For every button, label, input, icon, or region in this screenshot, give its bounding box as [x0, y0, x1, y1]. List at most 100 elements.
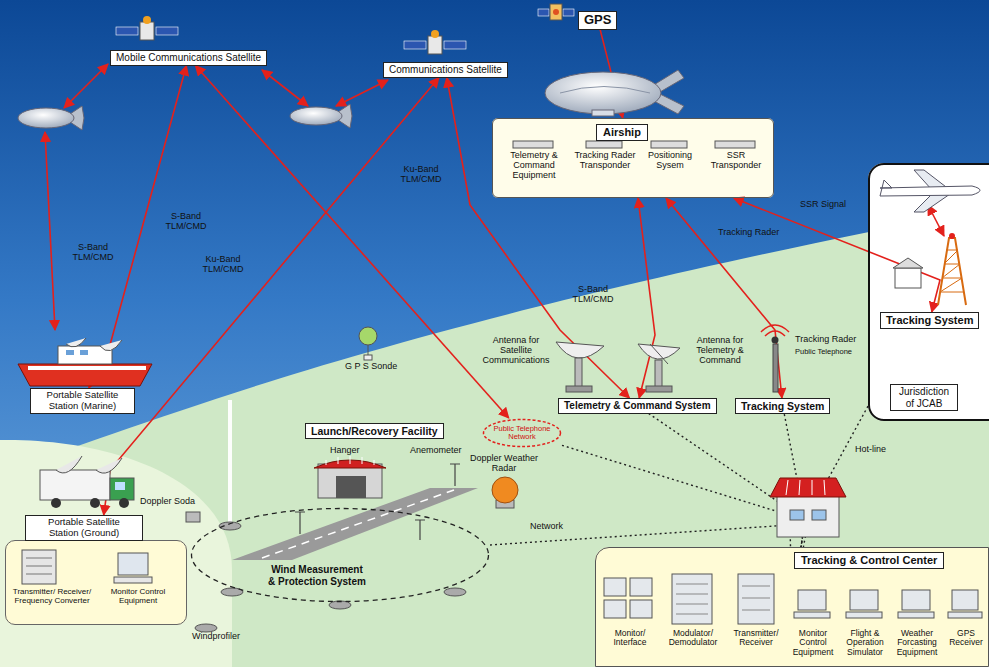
tracking-radar	[761, 325, 789, 392]
node-text: Tracking System	[886, 314, 973, 327]
panel-heading: Airship	[596, 124, 648, 141]
edge-label: S-Band TLM/CMD	[158, 212, 214, 232]
free-label: Hanger	[330, 446, 360, 456]
equipment-item: Transmitter/ Receiver/ Frequency Convert…	[10, 588, 94, 606]
control-center-icons	[604, 574, 982, 624]
equipment-item: Monitor/ Interface	[601, 629, 659, 648]
free-label: Windprofiler	[192, 632, 240, 642]
radio-link	[195, 66, 508, 419]
truck-figure	[40, 456, 134, 508]
gps-sonde	[359, 327, 377, 360]
panel-fill	[868, 163, 989, 421]
gps-satellite-icon	[538, 4, 574, 20]
airship-figure	[18, 106, 84, 130]
airplane-figure	[880, 170, 980, 212]
node-text: Communications Satellite	[389, 64, 502, 76]
node-text: Flight & Operation Simulator	[841, 629, 889, 657]
airship-figure	[545, 70, 684, 116]
node-text: Public Telephone Network	[482, 425, 562, 441]
equipment-item: Positioning Sysem	[641, 151, 699, 171]
satellite-icon	[404, 30, 466, 54]
equipment-item: Tracking Rader Transponder	[573, 151, 637, 171]
radio-wire	[928, 205, 944, 236]
node-text: Transmitter/ Receiver	[727, 629, 785, 648]
panel-fill	[492, 118, 774, 198]
node-text: Weather Forcasting Equipment	[891, 629, 943, 657]
node-text: Transmitter/ Receiver/ Frequency Convert…	[10, 588, 94, 606]
antenna-dish	[556, 342, 604, 392]
node-text: Telemetry & Command Equipment	[499, 151, 569, 181]
wind-system-ellipse: Wind Measurement & Protection System	[190, 507, 490, 603]
satellite-label: Mobile Communications Satellite	[110, 50, 267, 66]
ellipse-outline	[190, 507, 490, 603]
control-building	[770, 478, 846, 537]
node-text: Positioning Sysem	[641, 151, 699, 171]
equipment-item: Telemetry & Command Equipment	[499, 151, 569, 181]
radio-link	[666, 198, 782, 398]
equipment-item: Weather Forcasting Equipment	[891, 629, 943, 657]
outline	[192, 509, 489, 602]
windprofiler	[186, 400, 466, 632]
panel-heading: Tracking & Control Center	[794, 552, 944, 569]
edge-label: Hot-line	[855, 445, 886, 455]
node-text: GPS Receiver	[945, 629, 987, 648]
node-text: Telemetry & Command System	[564, 400, 711, 412]
free-label: Anemometer	[410, 446, 462, 456]
runway	[232, 488, 478, 560]
node-text: Modulator/ Demodulator	[661, 629, 725, 648]
node-text: Monitor/ Interface	[601, 629, 659, 648]
node-text: GPS	[584, 13, 611, 28]
system-box: Tracking System	[735, 398, 830, 414]
radio-link	[104, 78, 439, 516]
equipment-item: SSR Transponder	[703, 151, 769, 171]
equipment-item: GPS Receiver	[945, 629, 987, 648]
equipment-item: Monitor Control Equipment	[787, 629, 839, 657]
network-ellipse: Public Telephone Network	[482, 418, 562, 448]
airship-figure	[290, 104, 352, 128]
system-box: Tracking System	[880, 312, 979, 329]
radio-wire	[262, 70, 308, 106]
node-text: Tracking Rader Transponder	[573, 151, 637, 171]
panel-frame	[5, 540, 187, 625]
edge-label: Ku-Band TLM/CMD	[195, 255, 251, 275]
free-label: Antenna for Telemetry & Command	[684, 336, 756, 366]
doppler-radar	[492, 477, 518, 508]
panel-heading: Jurisdiction of JCAB	[890, 384, 958, 411]
radar-tower	[893, 233, 966, 305]
satellite-label: Communications Satellite	[383, 62, 508, 78]
edge-label: Network	[530, 522, 563, 532]
radio-wire	[64, 64, 108, 108]
hangar	[314, 456, 386, 498]
control-center-panel: Tracking & Control CenterMonitor/ Interf…	[595, 547, 989, 667]
edge-label: Ku-Band TLM/CMD	[392, 165, 450, 185]
node-text: Monitor Control Equipment	[787, 629, 839, 657]
radio-link	[734, 198, 940, 312]
airship-panel: AirshipTelemetry & Command EquipmentTrac…	[492, 118, 774, 198]
node-text: Portable Satellite Station (Marine)	[36, 390, 129, 412]
free-label: Doppler Weather Radar	[468, 454, 540, 474]
edge-label: S-Band TLM/CMD	[565, 285, 621, 305]
panel-heading: Portable Satellite Station (Ground)	[25, 515, 143, 541]
station-label: Portable Satellite Station (Marine)	[30, 388, 135, 414]
free-label: Tracking Rader	[795, 335, 856, 345]
ship-figure	[18, 338, 152, 386]
edge-label: SSR Signal	[800, 200, 846, 210]
equipment-item: Monitor Control Equipment	[100, 588, 176, 606]
panel-fill	[5, 540, 187, 625]
node-text: Monitor Control Equipment	[100, 588, 176, 606]
radio-wire	[336, 80, 388, 106]
equipment-icons	[513, 141, 755, 148]
radio-wire	[45, 132, 55, 330]
edge-label: Tracking Rader	[718, 228, 779, 238]
free-label: Public Telephone	[795, 348, 852, 356]
free-label: G P S Sonde	[345, 362, 397, 372]
equipment-item: Modulator/ Demodulator	[661, 629, 725, 648]
satellite-icon	[116, 16, 178, 40]
node-text: Mobile Communications Satellite	[116, 52, 261, 64]
radio-link	[638, 198, 655, 398]
antenna-dish	[638, 344, 680, 392]
equipment-item: Flight & Operation Simulator	[841, 629, 889, 657]
node-text: Tracking System	[741, 400, 824, 412]
